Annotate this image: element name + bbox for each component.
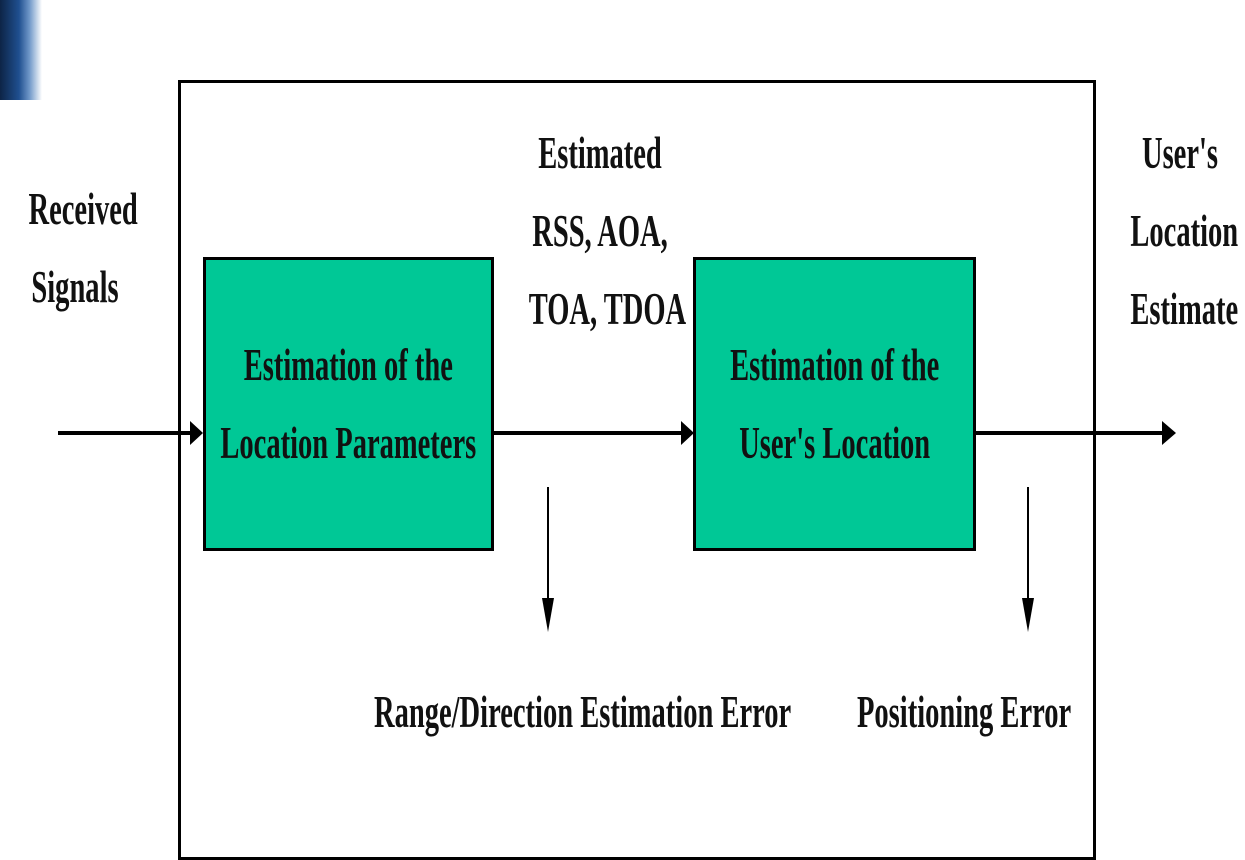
input-label-line-2: Signals <box>31 261 119 312</box>
range-direction-error-label: Range/Direction Estimation Error <box>374 686 792 737</box>
output-label-line-2: Location <box>1130 205 1239 256</box>
intermediate-label-line-1: Estimated <box>538 127 662 178</box>
arrows-layer <box>58 421 1176 632</box>
block1-line-1: Estimation of the <box>243 339 454 390</box>
positioning-error-arrow <box>1022 487 1034 632</box>
output-label-line-1: User's <box>1141 127 1219 178</box>
block1-line-2: Location Parameters <box>220 417 477 468</box>
block2-line-2: User's Location <box>739 417 930 468</box>
positioning-error-label: Positioning Error <box>857 686 1072 737</box>
output-label-line-3: Estimate <box>1130 283 1239 334</box>
intermediate-label-line-2: RSS, AOA, <box>532 205 668 256</box>
user-location-estimation-block: Estimation of the User's Location <box>693 257 976 551</box>
intermediate-arrow <box>494 421 694 445</box>
output-label: User's Location Estimate <box>1130 114 1239 348</box>
input-label: Received Signals <box>28 170 138 326</box>
output-arrow <box>976 421 1176 445</box>
corner-decoration <box>0 0 42 100</box>
range-error-arrow <box>542 487 554 632</box>
input-arrow <box>58 421 203 445</box>
location-parameter-estimation-block: Estimation of the Location Parameters <box>203 257 494 551</box>
input-label-line-1: Received <box>28 183 138 234</box>
intermediate-label-line-3: TOA, TDOA <box>528 283 687 334</box>
intermediate-label: Estimated RSS, AOA, TOA, TDOA <box>528 114 687 348</box>
block2-line-1: Estimation of the <box>729 339 940 390</box>
